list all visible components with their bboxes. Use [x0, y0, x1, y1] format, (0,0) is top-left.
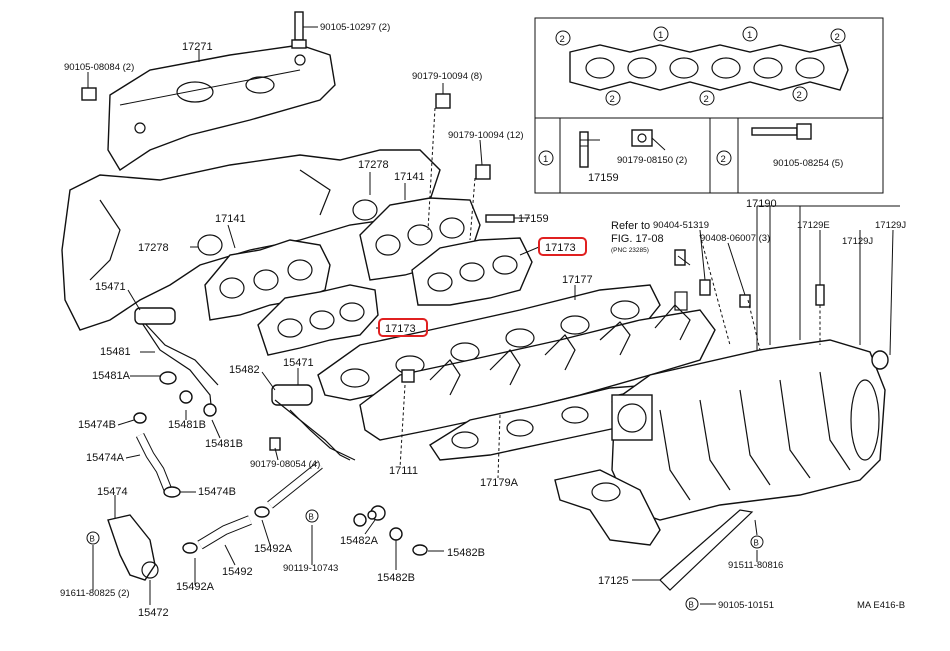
gasket-17173-left	[257, 284, 379, 356]
inset-box	[534, 17, 884, 194]
label-15492A-b: 15492A	[176, 581, 215, 593]
label-pnc: (PNC 23285)	[611, 247, 649, 254]
label-15492: 15492	[222, 566, 253, 578]
label-17129E: 17129E	[797, 220, 830, 231]
label-90119-10743: 90119-10743	[283, 563, 338, 574]
label-17190: 17190	[746, 198, 777, 210]
svg-text:2: 2	[610, 94, 615, 105]
label-90179-10094-12: 90179-10094 (12)	[448, 130, 524, 141]
label-15474A: 15474A	[86, 452, 125, 464]
label-15482: 15482	[229, 364, 260, 376]
label-15472: 15472	[138, 607, 169, 619]
fasteners	[81, 11, 889, 527]
manifold-17111	[359, 291, 716, 441]
label-90105-08254: 90105-08254 (5)	[773, 158, 843, 169]
hoses	[107, 307, 428, 581]
label-refer-to: Refer to	[611, 220, 650, 232]
label-17177: 17177	[562, 274, 593, 286]
svg-text:2: 2	[835, 32, 840, 43]
label-90105-08084: 90105-08084 (2)	[64, 62, 134, 73]
label-17173-left: 17173	[385, 323, 416, 335]
label-fig-17-08: FIG. 17-08	[611, 233, 664, 245]
label-90408-06007: 90408-06007 (3)	[700, 233, 770, 244]
label-90179-08054: 90179-08054 (4)	[250, 459, 320, 470]
label-17278-left: 17278	[138, 242, 169, 254]
label-15482B-b: 15482B	[377, 572, 415, 584]
label-90179-10094-8: 90179-10094 (8)	[412, 71, 482, 82]
label-15482B-a: 15482B	[447, 547, 485, 559]
leader-lines	[87, 26, 900, 605]
label-90179-08150: 90179-08150 (2)	[617, 155, 687, 166]
svg-text:1: 1	[543, 154, 548, 165]
label-17141-left: 17141	[215, 213, 246, 225]
plenum-17190	[611, 339, 886, 521]
svg-text:2: 2	[560, 34, 565, 45]
svg-text:2: 2	[704, 94, 709, 105]
svg-text:1: 1	[658, 30, 663, 41]
part-labels: 90105-10297 (2) 17271 90105-08084 (2) 90…	[60, 22, 906, 619]
label-15481B-a: 15481B	[168, 419, 206, 431]
elbow-17125	[554, 469, 754, 591]
svg-text:B: B	[90, 535, 95, 544]
label-17125: 17125	[598, 575, 629, 587]
label-17173-right: 17173	[545, 242, 576, 254]
label-91511-80816: 91511-80816	[728, 560, 783, 571]
label-17159-inset: 17159	[588, 172, 619, 184]
svg-text:B: B	[689, 601, 694, 610]
label-15471-left: 15471	[95, 281, 126, 293]
svg-text:2: 2	[797, 90, 802, 101]
highlight-17173	[378, 237, 587, 337]
label-15481A: 15481A	[92, 370, 131, 382]
label-17179A: 17179A	[480, 477, 519, 489]
label-15474: 15474	[97, 486, 128, 498]
label-17129J-b: 17129J	[875, 220, 906, 231]
label-90105-10297: 90105-10297 (2)	[320, 22, 390, 33]
label-15481: 15481	[100, 346, 131, 358]
label-17278-top: 17278	[358, 159, 389, 171]
engine-cover	[107, 44, 336, 171]
label-15492A-a: 15492A	[254, 543, 293, 555]
svg-text:2: 2	[721, 154, 726, 165]
label-17159: 17159	[518, 213, 549, 225]
b-markers: B B B B	[86, 509, 764, 611]
svg-text:1: 1	[747, 30, 752, 41]
label-17111: 17111	[389, 465, 418, 477]
label-15474B-a: 15474B	[78, 419, 116, 431]
label-17141-top: 17141	[394, 171, 425, 183]
label-17129J-a: 17129J	[842, 236, 873, 247]
gasket-17173-right	[411, 237, 533, 306]
label-17271: 17271	[182, 41, 213, 53]
svg-text:B: B	[754, 539, 759, 548]
label-91611-80825: 91611-80825 (2)	[60, 588, 130, 599]
label-15471-mid: 15471	[283, 357, 314, 369]
label-15474B-b: 15474B	[198, 486, 236, 498]
svg-text:B: B	[309, 513, 314, 522]
label-ma-e416-b: MA E416-B	[857, 600, 905, 611]
label-90404-51319: 90404-51319	[653, 220, 709, 231]
inset-markers: 2 1 1 2 2 2 2 1 2	[538, 26, 846, 166]
label-90105-10151: 90105-10151	[718, 600, 774, 611]
label-15481B-b: 15481B	[205, 438, 243, 450]
label-15482A: 15482A	[340, 535, 379, 547]
